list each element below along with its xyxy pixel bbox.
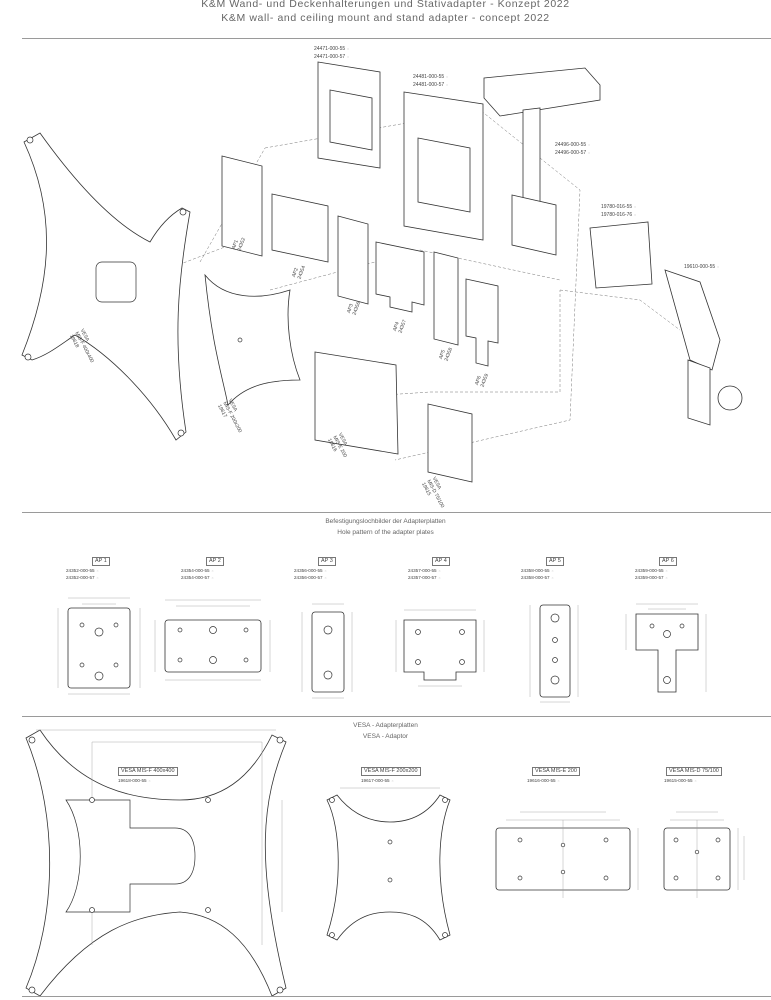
vesa-400-center-cutout [95, 261, 137, 303]
hole-pattern-ap5-title: AP 5 [546, 557, 564, 566]
ap3-plate [337, 215, 369, 305]
vesa-mis-e-title: VESA MIS-E 200 [532, 767, 580, 776]
mount-code-24481-57: 24481-000-57○ [413, 82, 448, 88]
ap6-code-55: 24359-000-55○ [635, 568, 668, 573]
hole-pattern-ap2-title: AP 2 [206, 557, 224, 566]
wall-mount-24471 [317, 61, 381, 169]
vesa-mis-d-plate [427, 403, 473, 483]
ap5-code-57: 24358-000-57○ [521, 575, 554, 580]
vesa-mis-d-title: VESA MIS-D 75/100 [666, 767, 722, 776]
ap2-code-57: 24354-000-57○ [181, 575, 214, 580]
ap4-code-57: 24357-000-57○ [408, 575, 441, 580]
hole-pattern-ap6-title: AP 6 [659, 557, 677, 566]
ap4-code-55: 24357-000-55○ [408, 568, 441, 573]
mount-code-24471-57: 24471-000-57○ [314, 54, 349, 60]
mount-code-24496-57: 24496-000-57○ [555, 150, 590, 156]
hole-pattern-title-english: Hole pattern of the adapter plates [337, 529, 434, 536]
ap2-code-55: 24354-000-55○ [181, 568, 214, 573]
ap3-code-57: 24356-000-57○ [294, 575, 327, 580]
vesa-mis-e-code: 19616-000-55○ [527, 778, 560, 783]
vesa-200-title: VESA MIS-F 200x200 [361, 767, 421, 776]
vesa-mis-e-plate [314, 351, 399, 455]
vesa-400-plate [21, 132, 191, 441]
ap2-plate [271, 193, 329, 263]
vesa-mis-d-drawing [663, 811, 745, 898]
hole-pattern-ap1 [57, 597, 141, 695]
hole-pattern-ap4 [395, 609, 485, 687]
ap1-plate [221, 155, 263, 257]
vesa-mis-e-drawing [495, 811, 639, 898]
ap1-code-55: 24352-000-55○ [66, 568, 99, 573]
ap6-code-57: 24359-000-57○ [635, 575, 668, 580]
mount-code-24496-55: 24496-000-55○ [555, 142, 590, 148]
hole-pattern-ap1-title: AP 1 [92, 557, 110, 566]
hole-pattern-ap2 [154, 599, 271, 681]
divider-bottom [22, 996, 771, 997]
hole-pattern-title-german: Befestigungslochbilder der Adapterplatte… [325, 518, 446, 525]
wall-mount-24481 [403, 91, 484, 241]
ceiling-mount-24496 [483, 67, 601, 256]
mount-code-19610-55: 19610-000-55○ [684, 264, 719, 270]
vesa-section-title-english: VESA - Adaptor [362, 733, 409, 740]
pole-clamp-19610 [664, 269, 743, 426]
hole-pattern-ap3 [301, 603, 353, 699]
vesa-200-code: 19617-000-55○ [361, 778, 394, 783]
vesa-section-title-german: VESA - Adapterplatten [353, 722, 418, 729]
hole-pattern-ap4-title: AP 4 [432, 557, 450, 566]
ap5-plate [433, 251, 459, 346]
vesa-400-code: 19618-000-55○ [118, 778, 151, 785]
hole-pattern-ap3-title: AP 3 [318, 557, 336, 566]
vesa-400-title: VESA MIS-F 400x400 [118, 767, 178, 776]
divider-top [22, 38, 771, 39]
mount-code-19780-55: 19780-016-55○ [601, 204, 636, 210]
divider-hole-pattern [22, 512, 771, 513]
ap3-code-55: 24356-000-55○ [294, 568, 327, 573]
hole-pattern-ap5 [529, 604, 579, 703]
ap4-plate [375, 241, 425, 313]
mount-code-24471-55: 24471-000-55○ [314, 46, 349, 52]
divider-vesa [22, 716, 771, 717]
ap5-code-55: 24358-000-55○ [521, 568, 554, 573]
ap6-plate [465, 278, 499, 367]
mount-code-24481-55: 24481-000-55○ [413, 74, 448, 80]
mount-code-19780-76: 19780-016-76○ [601, 212, 636, 218]
vesa-200-plate [204, 273, 301, 406]
stand-adapter-19780 [589, 221, 653, 289]
ap1-code-57: 24352-000-57○ [66, 575, 99, 580]
vesa-400-large-drawing [25, 729, 287, 997]
hole-pattern-ap6 [625, 603, 707, 693]
vesa-200-drawing [326, 787, 451, 941]
title-german: K&M Wand- und Deckenhalterungen und Stat… [201, 0, 570, 10]
vesa-mis-d-code: 19615-000-55○ [664, 778, 697, 783]
title-english: K&M wall- and ceiling mount and stand ad… [221, 12, 550, 24]
